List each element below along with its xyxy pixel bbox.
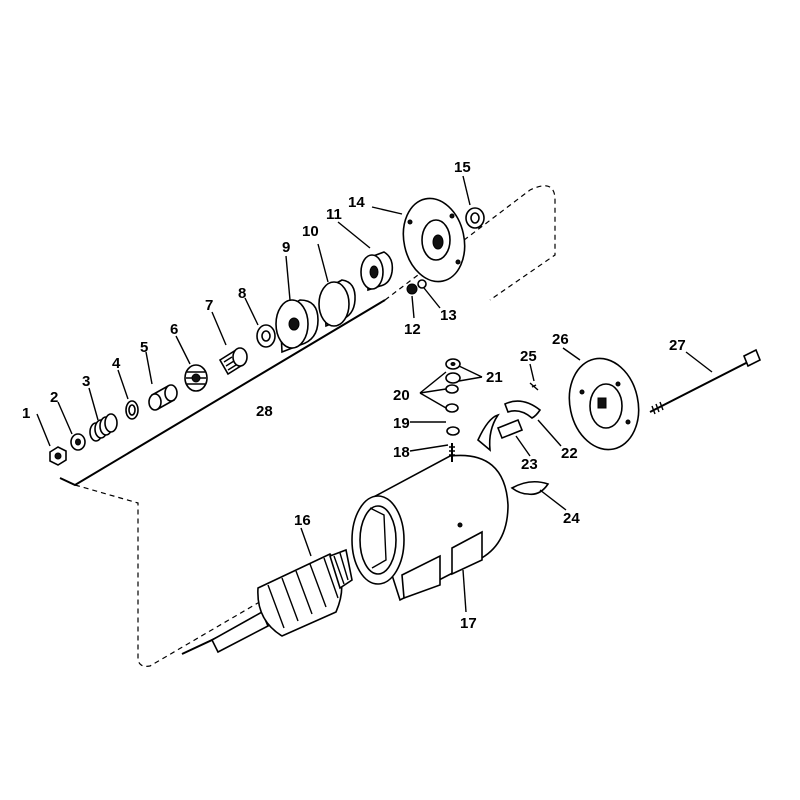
part-25-screw — [529, 382, 539, 391]
part-10-bushing — [318, 279, 356, 328]
group-28-outline — [59, 185, 556, 667]
label-16: 16 — [294, 512, 311, 529]
part-15-washer — [465, 207, 485, 229]
part-13-washer — [417, 279, 427, 289]
leader-lines — [36, 175, 713, 613]
part-16-armature — [181, 548, 353, 655]
label-28: 28 — [256, 403, 273, 420]
label-2: 2 — [50, 389, 58, 406]
label-4: 4 — [112, 355, 121, 372]
label-23: 23 — [521, 456, 538, 473]
label-15: 15 — [454, 159, 471, 176]
label-17: 17 — [460, 615, 477, 632]
part-4-washer — [125, 400, 139, 420]
label-22: 22 — [561, 445, 578, 462]
part-8-washer — [256, 324, 276, 348]
part-27-through-bolt — [649, 348, 762, 415]
label-10: 10 — [302, 223, 319, 240]
part-1-nut — [49, 446, 67, 466]
label-25: 25 — [520, 348, 537, 365]
label-3: 3 — [82, 373, 90, 390]
part-3-spring — [89, 413, 118, 442]
label-13: 13 — [440, 307, 457, 324]
label-12: 12 — [404, 321, 421, 338]
part-labels: 1 2 3 4 5 6 7 8 9 10 11 14 15 12 13 28 1… — [22, 159, 686, 632]
label-27: 27 — [669, 337, 686, 354]
label-11: 11 — [326, 206, 342, 223]
part-7-clutch-drive — [218, 347, 248, 376]
label-26: 26 — [552, 331, 569, 348]
label-8: 8 — [238, 285, 246, 302]
part-26-commutator-end-plate — [568, 357, 640, 451]
part-23-brush — [496, 418, 524, 440]
part-2-washer — [70, 433, 86, 451]
part-12-lockwasher — [406, 283, 418, 295]
part-20-insulator — [445, 384, 459, 413]
label-14: 14 — [348, 194, 365, 211]
part-5-sleeve — [148, 384, 178, 411]
part-22-brush-spring — [503, 400, 542, 419]
label-5: 5 — [140, 339, 148, 356]
label-21: 21 — [486, 369, 503, 386]
part-19-washer — [446, 426, 460, 436]
label-1: 1 — [22, 405, 30, 422]
label-18: 18 — [393, 444, 410, 461]
part-11-bearing — [360, 251, 394, 292]
label-19: 19 — [393, 415, 410, 432]
part-18-terminal-stud — [449, 443, 455, 462]
part-9-end-cap — [275, 299, 319, 354]
brush-clip — [477, 413, 500, 452]
part-6-pinion-gear — [184, 364, 208, 392]
label-20: 20 — [393, 387, 410, 404]
part-14-drive-end-plate — [402, 197, 466, 283]
label-9: 9 — [282, 239, 290, 256]
part-24-brush-holder — [510, 480, 550, 496]
part-21-nut — [445, 358, 461, 384]
label-6: 6 — [170, 321, 178, 338]
label-7: 7 — [205, 297, 213, 314]
label-24: 24 — [563, 510, 580, 527]
part-17-field-frame — [351, 454, 509, 602]
